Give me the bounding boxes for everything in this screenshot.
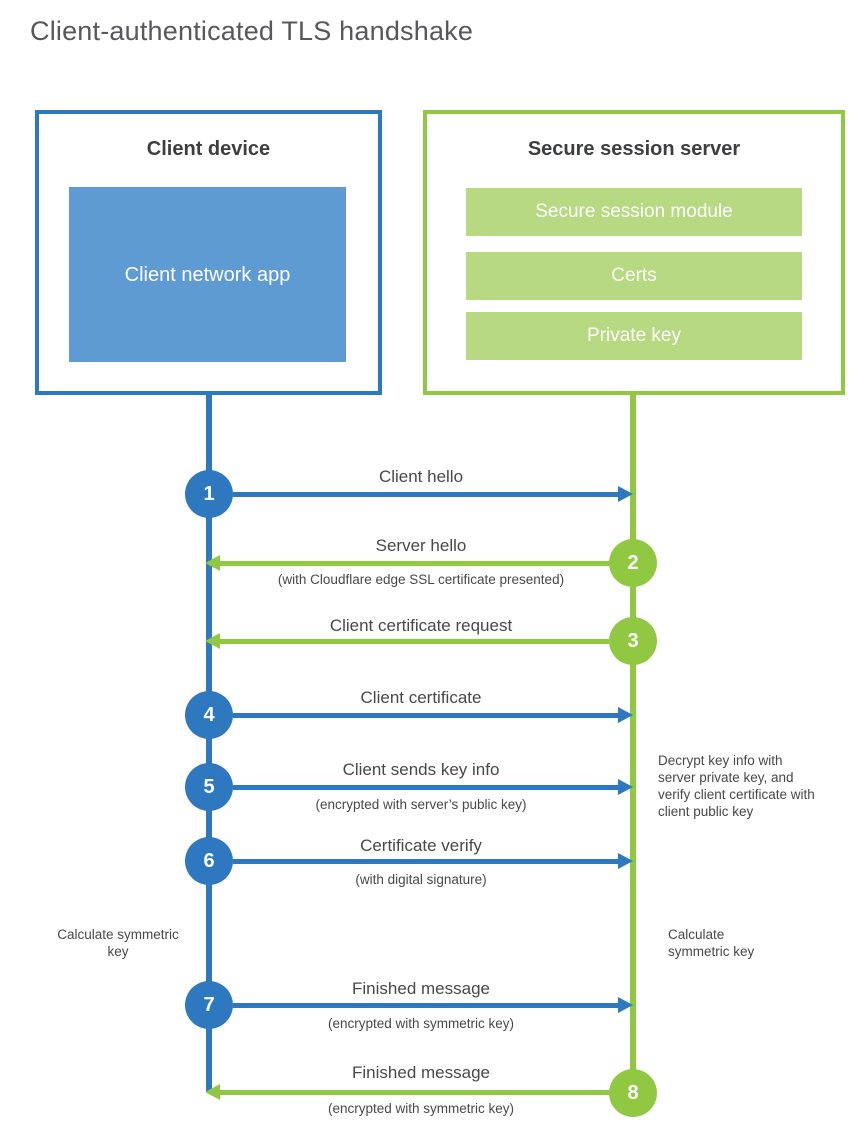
step-2-arrowhead-icon [205,555,220,571]
step-8-circle: 8 [609,1069,657,1117]
step-7-arrow [233,1003,618,1008]
step-5-label: Client sends key info [342,760,500,779]
note-calculate-symmetric-key-client: Calculate symmetric key [57,927,179,959]
step-1-label: Client hello [378,467,464,486]
step-7-label: Finished message [352,979,490,998]
step-8-label: Finished message [352,1063,490,1082]
step-6-circle: 6 [185,837,233,885]
step-7-arrowhead-icon [618,997,633,1013]
step-4-arrowhead-icon [618,707,633,723]
step-3-arrowhead-icon [205,633,220,649]
step-3-arrow [220,639,609,644]
step-4-arrow [233,713,618,718]
step-8-arrow [220,1090,609,1095]
step-5-circle: 5 [185,763,233,811]
server-module-private-key: Private key [466,312,802,360]
page-title: Client-authenticated TLS handshake [30,16,474,46]
client-network-app-box: Client network app [69,187,346,362]
step-3-circle: 3 [609,617,657,665]
server-lifeline [630,395,636,1095]
step-3-label: Client certificate request [329,616,513,635]
note-decrypt-key-info: Decrypt key info with server private key… [658,753,815,819]
step-4-circle: 4 [185,691,233,739]
step-6-label: Certificate verify [360,836,482,855]
note-calculate-symmetric-key-server: Calculate symmetric key [668,927,755,959]
step-6-sublabel: (with digital signature) [355,872,487,887]
step-7-sublabel: (encrypted with symmetric key) [327,1016,515,1031]
client-lifeline [206,395,212,1092]
step-2-arrow [220,561,609,566]
secure-session-server-title: Secure session server [527,138,741,160]
server-module-certs: Certs [466,252,802,300]
step-1-arrowhead-icon [618,486,633,502]
step-1-circle: 1 [185,470,233,518]
step-6-arrow [233,859,618,864]
step-6-arrowhead-icon [618,853,633,869]
step-4-label: Client certificate [360,688,482,707]
step-1-arrow [233,492,618,497]
step-8-arrowhead-icon [205,1084,220,1100]
step-7-circle: 7 [185,981,233,1029]
step-5-sublabel: (encrypted with server’s public key) [315,797,527,812]
step-8-sublabel: (encrypted with symmetric key) [327,1101,515,1116]
step-2-sublabel: (with Cloudflare edge SSL certificate pr… [277,572,565,587]
step-2-circle: 2 [609,539,657,587]
step-5-arrowhead-icon [618,779,633,795]
server-module-secure-session: Secure session module [466,188,802,236]
step-2-label: Server hello [375,536,467,555]
client-device-title: Client device [146,138,271,160]
step-5-arrow [233,785,618,790]
